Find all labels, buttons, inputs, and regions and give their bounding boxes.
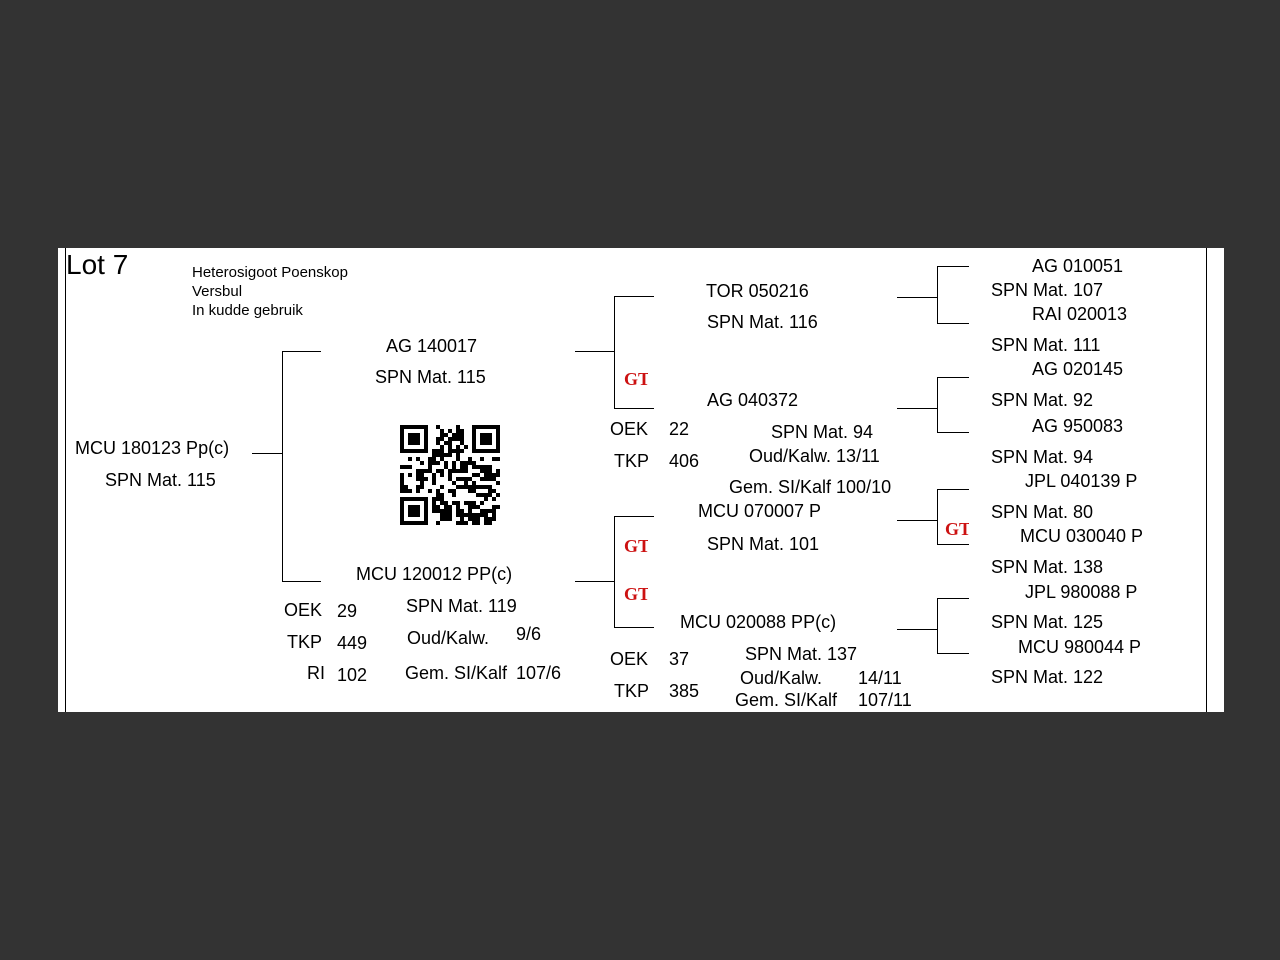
- animal-name: MCU 180123 Pp(c): [75, 438, 230, 458]
- dd-oek-label: OEK: [610, 649, 649, 669]
- connector-sire: [282, 351, 321, 352]
- gg-mat: SPN Mat. 125: [991, 612, 1104, 632]
- dd-tkp-value: 385: [669, 681, 700, 701]
- dd-oek-value: 37: [669, 649, 690, 669]
- dam-oud-value: 9/6: [516, 624, 542, 644]
- dam-oek-label: OEK: [284, 600, 323, 620]
- dd-gem-value: 107/11: [858, 690, 912, 710]
- dam-oek-value: 29: [337, 601, 358, 621]
- dd-tkp-label: TKP: [614, 681, 650, 701]
- sd-mat: SPN Mat. 94: [771, 422, 874, 442]
- svg-text:GT: GT: [624, 584, 648, 604]
- connector-gg2: [897, 408, 937, 409]
- connector-gg1-vertical: [937, 266, 938, 323]
- gg-mat: SPN Mat. 122: [991, 667, 1104, 687]
- connector-gg1-top: [937, 266, 969, 267]
- lot-title: Lot 7: [66, 249, 129, 280]
- qr-code: [400, 425, 500, 525]
- sd-oud: Oud/Kalw. 13/11: [749, 446, 880, 466]
- connector-gg1-bottom: [937, 323, 969, 324]
- dd-oud-label: Oud/Kalw.: [740, 668, 823, 688]
- note-herd-use: In kudde gebruik: [192, 302, 303, 319]
- dam-gem-label: Gem. SI/Kalf: [405, 663, 508, 683]
- gt-logo-icon: GT: [624, 536, 648, 556]
- gg-mat: SPN Mat. 107: [991, 280, 1104, 300]
- gt-logo-icon: GT: [624, 584, 648, 604]
- gg-name: AG 020145: [1032, 359, 1124, 379]
- sd-name: AG 040372: [707, 390, 799, 410]
- svg-text:GT: GT: [624, 536, 648, 556]
- gg-name: AG 950083: [1032, 416, 1124, 436]
- gg-name: JPL 980088 P: [1025, 582, 1138, 602]
- sire-name: AG 140017: [386, 336, 478, 356]
- svg-text:GT: GT: [945, 519, 969, 539]
- gg-name: RAI 020013: [1032, 304, 1128, 324]
- connector-gg3: [897, 520, 937, 521]
- dam-ri-value: 102: [337, 665, 368, 685]
- note-heterozygous: Heterosigoot Poenskop: [192, 264, 348, 281]
- sd-oek-value: 22: [669, 419, 690, 439]
- ss-mat: SPN Mat. 116: [707, 312, 818, 332]
- sd-oek-label: OEK: [610, 419, 649, 439]
- connector-sire-sire: [614, 296, 654, 297]
- gg-name: MCU 030040 P: [1020, 526, 1144, 546]
- gg-mat: SPN Mat. 138: [991, 557, 1104, 577]
- connector-gg4-vertical: [937, 598, 938, 653]
- connector-gg4: [897, 629, 937, 630]
- dd-gem-label: Gem. SI/Kalf: [735, 690, 838, 710]
- connector-gg2-bottom: [937, 432, 969, 433]
- connector-gg3-bottom: [937, 544, 969, 545]
- connector-sire-dam: [614, 408, 654, 409]
- note-versbul: Versbul: [192, 283, 243, 300]
- gg-name: MCU 980044 P: [1018, 637, 1142, 657]
- connector-sire-grand-vertical: [614, 296, 615, 408]
- dd-mat: SPN Mat. 137: [745, 644, 858, 664]
- dd-oud-value: 14/11: [858, 668, 902, 688]
- gt-logo-icon: GT: [624, 369, 648, 389]
- dam-mat: SPN Mat. 119: [406, 596, 517, 616]
- svg-text:GT: GT: [624, 369, 648, 389]
- sd-tkp-value: 406: [669, 451, 700, 471]
- connector-animal: [252, 453, 282, 454]
- dam-oud-label: Oud/Kalw.: [407, 628, 490, 648]
- connector-gg4-top: [937, 598, 969, 599]
- gg-mat: SPN Mat. 92: [991, 390, 1094, 410]
- left-border-line: [65, 248, 66, 712]
- gg-mat: SPN Mat. 94: [991, 447, 1094, 467]
- gt-logo-icon: GT: [945, 519, 969, 539]
- connector-gg3-top: [937, 489, 969, 490]
- dam-tkp-label: TKP: [287, 632, 323, 652]
- sd-gem: Gem. SI/Kalf 100/10: [729, 477, 892, 497]
- gg-name: JPL 040139 P: [1025, 471, 1138, 491]
- connector-sire-out: [575, 351, 614, 352]
- dam-ri-label: RI: [307, 663, 325, 683]
- connector-dam-grand-vertical: [614, 516, 615, 627]
- connector-dam-out: [575, 581, 614, 582]
- connector-gg4-bottom: [937, 653, 969, 654]
- ss-name: TOR 050216: [706, 281, 809, 301]
- right-border-line: [1206, 248, 1207, 712]
- connector-dam: [282, 581, 321, 582]
- dam-gem-value: 107/6: [516, 663, 562, 683]
- gg-mat: SPN Mat. 80: [991, 502, 1094, 522]
- sd-tkp-label: TKP: [614, 451, 650, 471]
- ds-mat: SPN Mat. 101: [707, 534, 820, 554]
- pedigree-sheet: Lot 7 Heterosigoot Poenskop Versbul In k…: [58, 248, 1224, 712]
- connector-dam-sire: [614, 516, 654, 517]
- connector-dam-dam: [614, 627, 654, 628]
- connector-gg2-vertical: [937, 377, 938, 432]
- animal-mat: SPN Mat. 115: [105, 470, 216, 490]
- gg-name: AG 010051: [1032, 256, 1124, 276]
- gg-mat: SPN Mat. 111: [991, 335, 1101, 355]
- dam-tkp-value: 449: [337, 633, 368, 653]
- connector-gg3-vertical: [937, 489, 938, 544]
- connector-parents-vertical: [282, 351, 283, 581]
- connector-gg1: [897, 297, 937, 298]
- ds-name: MCU 070007 P: [698, 501, 822, 521]
- dd-name: MCU 020088 PP(c): [680, 612, 837, 632]
- sire-mat: SPN Mat. 115: [375, 367, 486, 387]
- connector-gg2-top: [937, 377, 969, 378]
- dam-name: MCU 120012 PP(c): [356, 564, 513, 584]
